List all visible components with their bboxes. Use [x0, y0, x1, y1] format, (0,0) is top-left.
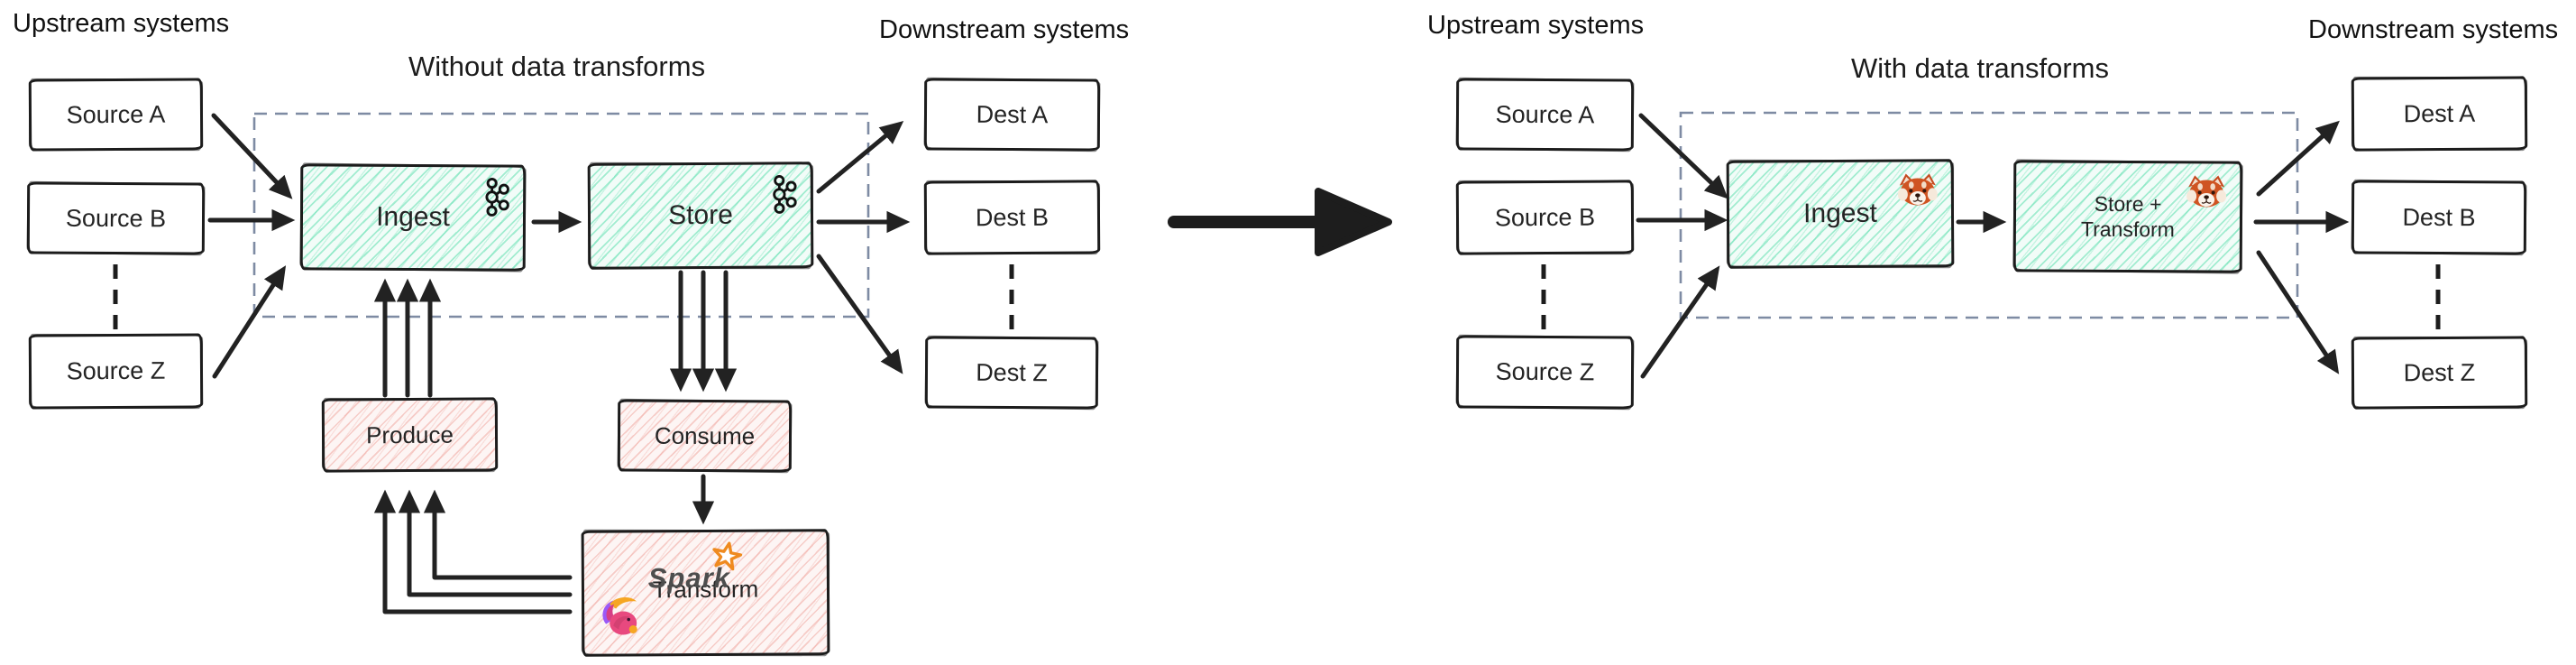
- arrow-transform-to-produce-3: [423, 489, 573, 580]
- left-ingest-label: Ingest: [376, 201, 450, 233]
- right-pipeline-dashed-boundary: [1679, 111, 2299, 319]
- redpanda-icon: [1897, 171, 1939, 210]
- left-store-label: Store: [668, 199, 733, 231]
- right-source-b-box: Source B: [1455, 180, 1635, 255]
- redpanda-icon: [2186, 173, 2227, 212]
- arrow-transform-to-produce-1: [373, 489, 573, 614]
- right-ingest-label: Ingest: [1803, 198, 1877, 229]
- produce-label: Produce: [365, 420, 454, 448]
- kafka-icon: [483, 177, 510, 221]
- right-ingest-box: Ingest: [1726, 159, 1955, 269]
- consume-label: Consume: [654, 421, 756, 449]
- right-upstream-systems-label: Upstream systems: [1427, 11, 1645, 40]
- left-dest-b-label: Dest B: [975, 203, 1050, 231]
- left-source-z-label: Source Z: [66, 356, 166, 385]
- left-dest-z-label: Dest Z: [976, 358, 1048, 386]
- arrow-left-source-a-to-ingest: [211, 113, 293, 199]
- left-source-b-label: Source B: [65, 204, 167, 232]
- right-store-transform-box: Store + Transform: [2012, 160, 2243, 273]
- arrow-left-store-to-dest-a: [816, 121, 904, 194]
- right-downstream-systems-label: Downstream systems: [2308, 15, 2559, 44]
- left-diagram-title: Without data transforms: [408, 51, 706, 82]
- left-source-a-box: Source A: [28, 78, 204, 152]
- right-source-b-label: Source B: [1494, 203, 1596, 231]
- right-dest-a-box: Dest A: [2351, 76, 2528, 152]
- right-dest-z-box: Dest Z: [2351, 336, 2528, 410]
- arrow-right-store-to-dest-z: [2256, 250, 2340, 374]
- left-dest-a-label: Dest A: [976, 100, 1049, 128]
- left-dest-a-box: Dest A: [923, 78, 1101, 152]
- left-dest-z-box: Dest Z: [924, 336, 1099, 410]
- left-source-b-box: Source B: [26, 181, 206, 255]
- right-dest-z-label: Dest Z: [2403, 358, 2476, 386]
- big-transition-arrow: [1168, 188, 1392, 256]
- left-source-z-box: Source Z: [28, 333, 204, 410]
- right-dest-b-label: Dest B: [2402, 203, 2476, 231]
- consume-box: Consume: [617, 399, 793, 473]
- arrow-right-store-to-dest-a: [2256, 120, 2340, 197]
- arrow-left-source-z-to-ingest: [212, 265, 287, 379]
- arrow-transform-to-produce-2: [398, 489, 573, 597]
- kafka-icon: [771, 174, 798, 218]
- transform-box: Transform Spark: [581, 529, 830, 657]
- left-pipeline-dashed-boundary: [252, 112, 870, 319]
- right-store-transform-label: Store + Transform: [2081, 191, 2175, 243]
- left-ingest-box: Ingest: [299, 163, 527, 272]
- left-source-a-label: Source A: [66, 100, 166, 128]
- store-transform-line2: Transform: [2080, 217, 2175, 242]
- flink-squirrel-icon: [597, 593, 644, 644]
- arrow-right-source-z-to-ingest: [1640, 265, 1720, 379]
- arrow-left-store-to-dest-z: [816, 254, 903, 374]
- right-dest-a-label: Dest A: [2403, 99, 2476, 127]
- produce-box: Produce: [321, 397, 499, 473]
- right-source-z-label: Source Z: [1495, 357, 1595, 386]
- right-dest-b-box: Dest B: [2351, 180, 2527, 255]
- right-source-z-box: Source Z: [1455, 335, 1635, 410]
- store-transform-line1: Store +: [2094, 191, 2162, 217]
- right-source-a-box: Source A: [1455, 78, 1635, 152]
- spark-star-icon: [710, 540, 743, 577]
- right-diagram-title: With data transforms: [1851, 52, 2109, 84]
- left-dest-b-box: Dest B: [923, 180, 1101, 255]
- left-downstream-systems-label: Downstream systems: [879, 15, 1130, 44]
- left-store-box: Store: [587, 162, 814, 270]
- right-source-a-label: Source A: [1495, 100, 1595, 128]
- arrow-right-source-a-to-ingest: [1638, 113, 1728, 199]
- spark-logo: Spark: [648, 541, 743, 596]
- left-upstream-systems-label: Upstream systems: [13, 9, 230, 38]
